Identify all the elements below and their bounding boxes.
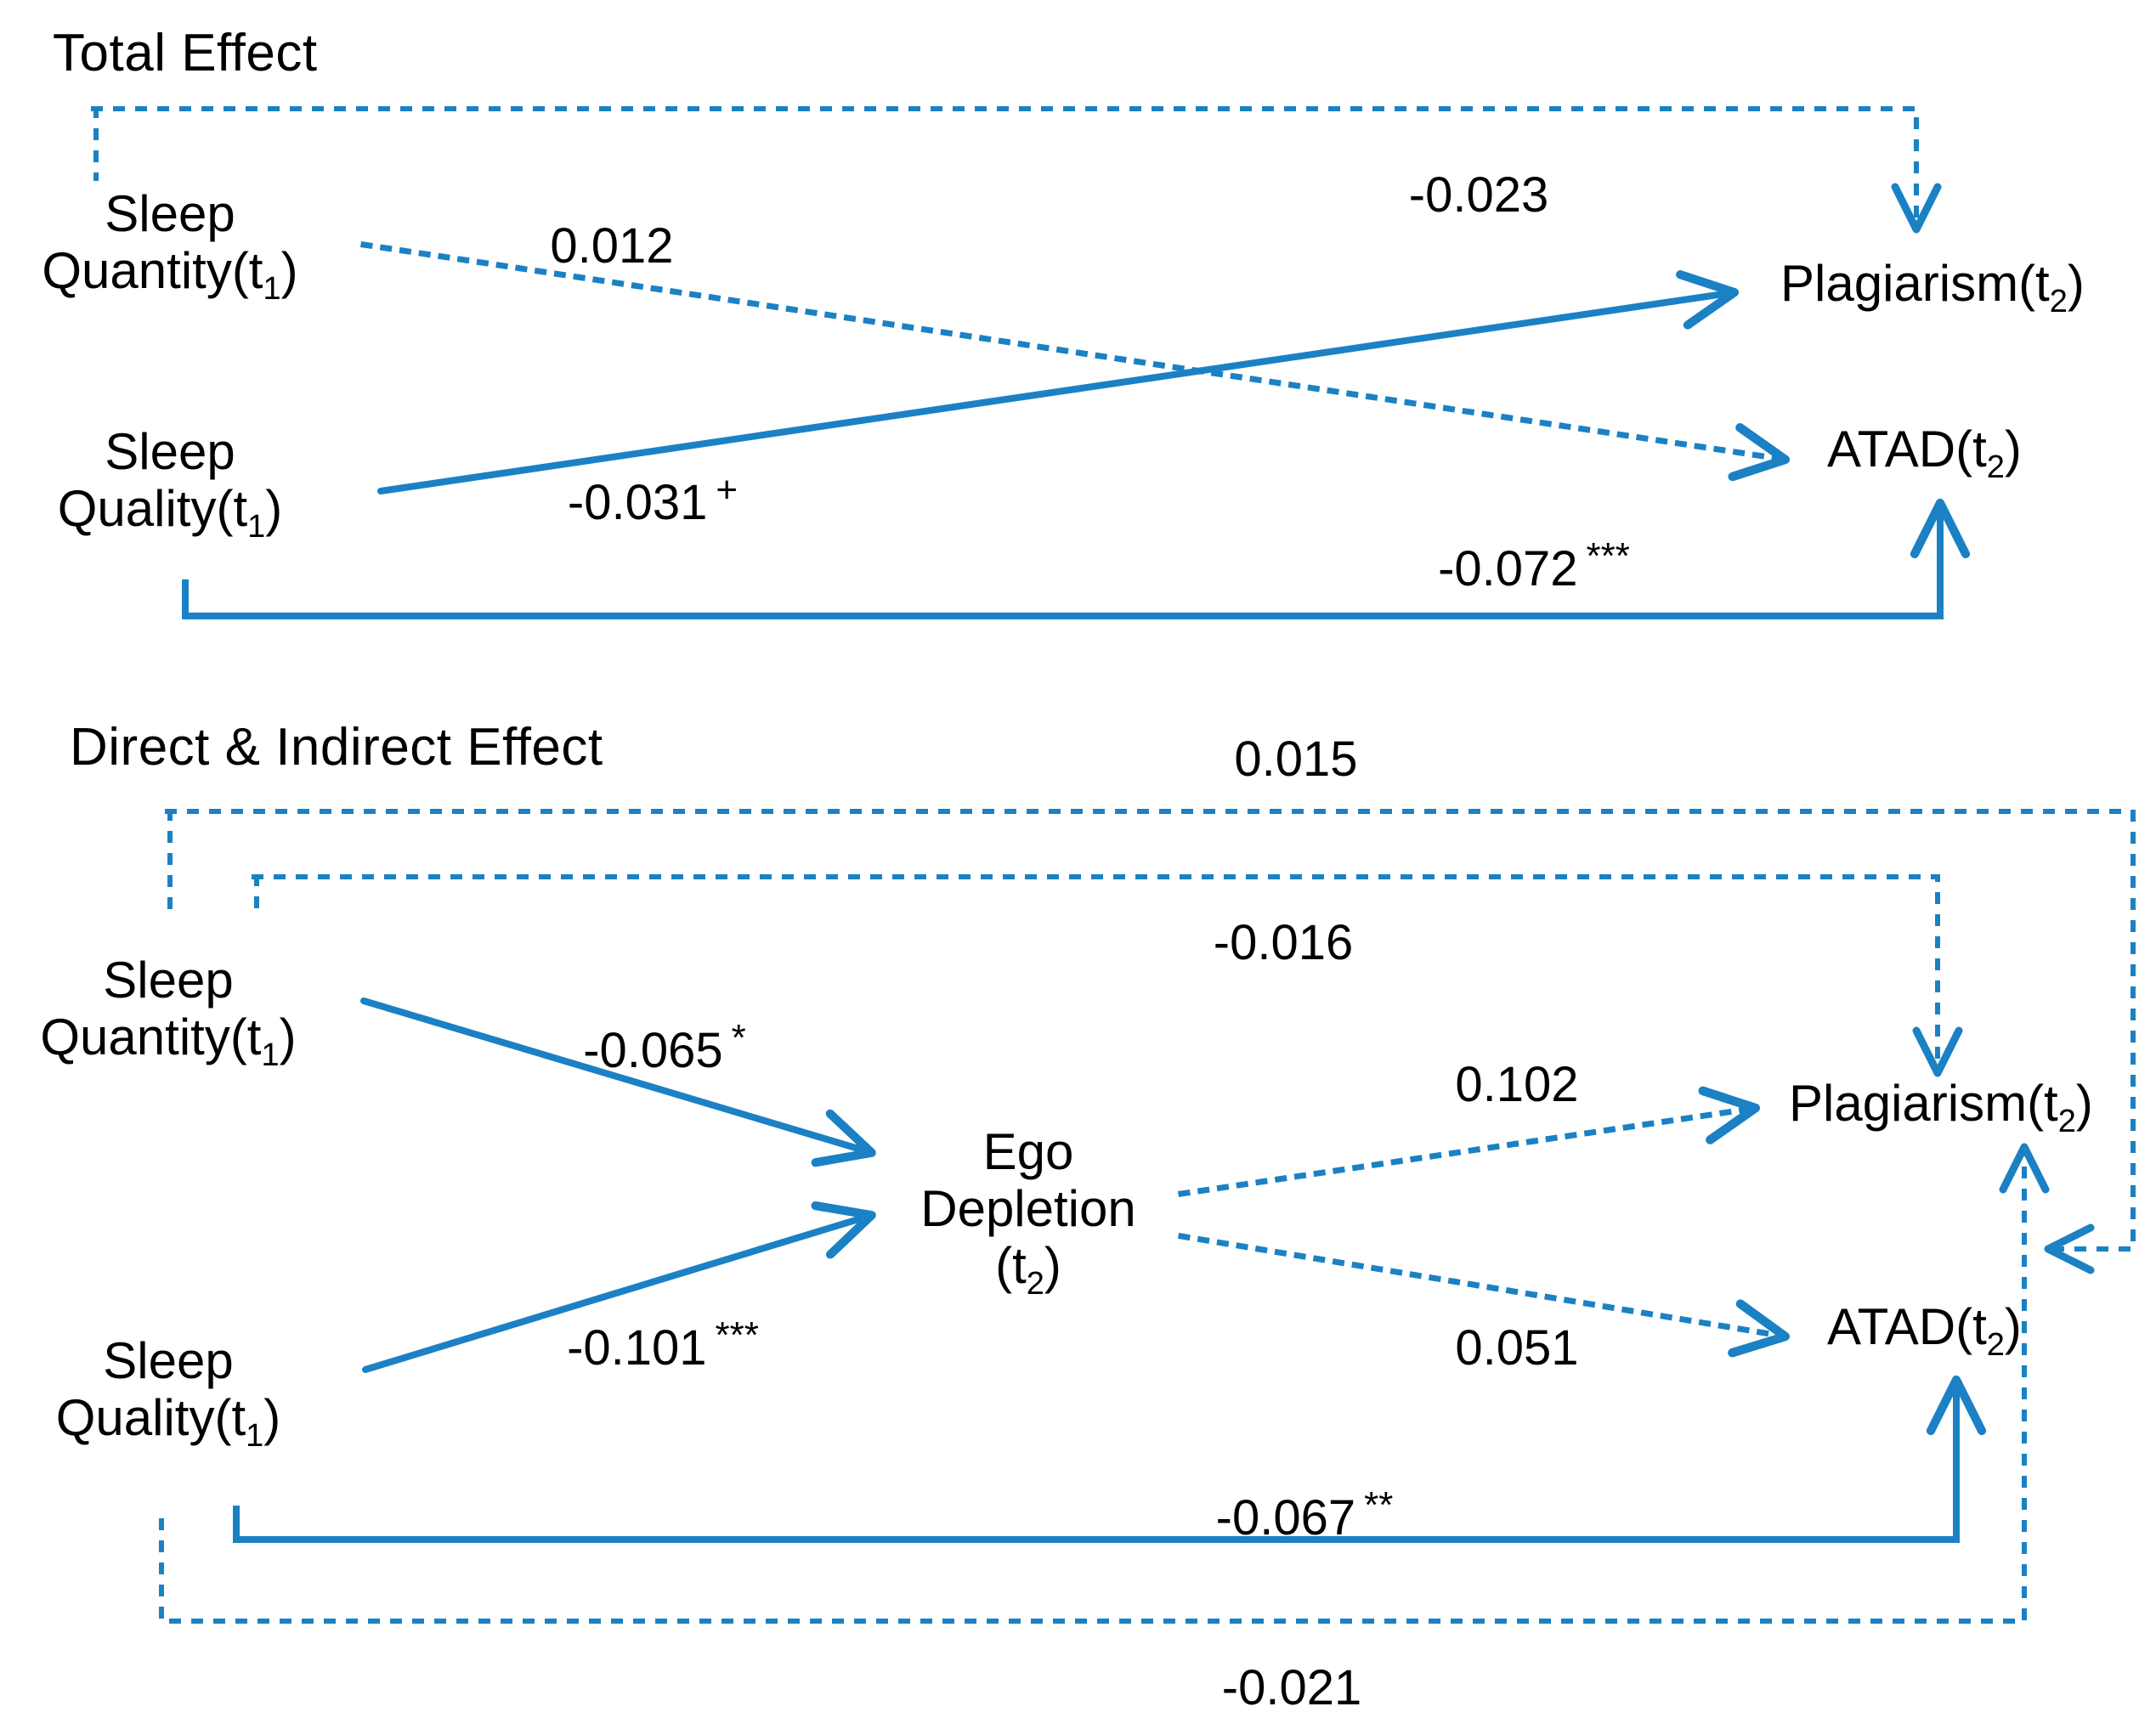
node-sleep-quality-t1-total: Sleep Quality(t1) — [57, 423, 283, 545]
node-line-2: Quality(t1) — [57, 480, 283, 545]
node-plagiarism-t2-total: Plagiarism(t2) — [1780, 255, 2085, 319]
coef-direct-quantity-atad: 0.015 — [1234, 732, 1358, 787]
edge-total-quantity-plagiarism — [91, 106, 1942, 234]
coef-direct-ego-atad: 0.051 — [1455, 1320, 1579, 1376]
coef-direct-quantity-plagiarism: -0.016 — [1213, 915, 1354, 970]
coef-direct-quality-plagiarism: -0.021 — [1221, 1660, 1362, 1715]
node-line-2: Depletion — [920, 1180, 1136, 1238]
node-plagiarism-t2-direct: Plagiarism(t2) — [1789, 1075, 2093, 1139]
coef-total-quality-atad: -0.072*** — [1438, 534, 1630, 596]
coef-direct-quality-ego: -0.101*** — [567, 1314, 759, 1376]
node-line-2: Quality(t1) — [55, 1389, 281, 1455]
panel-title-total-effect: Total Effect — [53, 24, 318, 82]
coef-total-quantity-plagiarism: -0.023 — [1408, 167, 1549, 223]
edge-direct-quantity-atad — [165, 809, 2136, 1274]
node-atad-t2-direct: ATAD(t2) — [1827, 1298, 2022, 1363]
node-ego-depletion-t2: Ego Depletion (t2) — [920, 1123, 1136, 1302]
edge-direct-ego-plagiarism — [1178, 1086, 1761, 1197]
coef-total-quantity-atad: 0.012 — [550, 218, 674, 274]
node-line-3: (t2) — [995, 1237, 1061, 1302]
coef-direct-quality-atad: -0.067** — [1215, 1483, 1394, 1545]
node-line-1: Sleep — [103, 1332, 234, 1389]
node-line-1: Ego — [982, 1123, 1074, 1180]
node-line-1: Sleep — [103, 952, 234, 1009]
node-sleep-quantity-t1-direct: Sleep Quantity(t1) — [40, 952, 297, 1074]
node-sleep-quality-t1-direct: Sleep Quality(t1) — [55, 1332, 281, 1455]
edge-direct-quality-atad — [233, 1375, 1987, 1543]
edge-direct-quantity-plagiarism — [252, 874, 1963, 1077]
node-sleep-quantity-t1-total: Sleep Quantity(t1) — [42, 185, 298, 308]
coef-total-quality-plagiarism: -0.031+ — [567, 468, 738, 530]
node-line-2: Quantity(t1) — [42, 242, 298, 308]
edge-total-quality-atad — [182, 498, 1971, 619]
coef-direct-quantity-ego: -0.065* — [583, 1016, 746, 1078]
edge-total-quality-plagiarism — [377, 270, 1740, 494]
node-line-2: Quantity(t1) — [40, 1009, 297, 1074]
coef-direct-ego-plagiarism: 0.102 — [1455, 1057, 1579, 1112]
node-line-1: Sleep — [105, 423, 235, 480]
node-atad-t2-total: ATAD(t2) — [1827, 421, 2022, 485]
edge-total-quantity-atad — [360, 241, 1791, 482]
panel-title-direct-indirect-effect: Direct & Indirect Effect — [70, 718, 603, 777]
node-line-1: Sleep — [105, 185, 235, 242]
